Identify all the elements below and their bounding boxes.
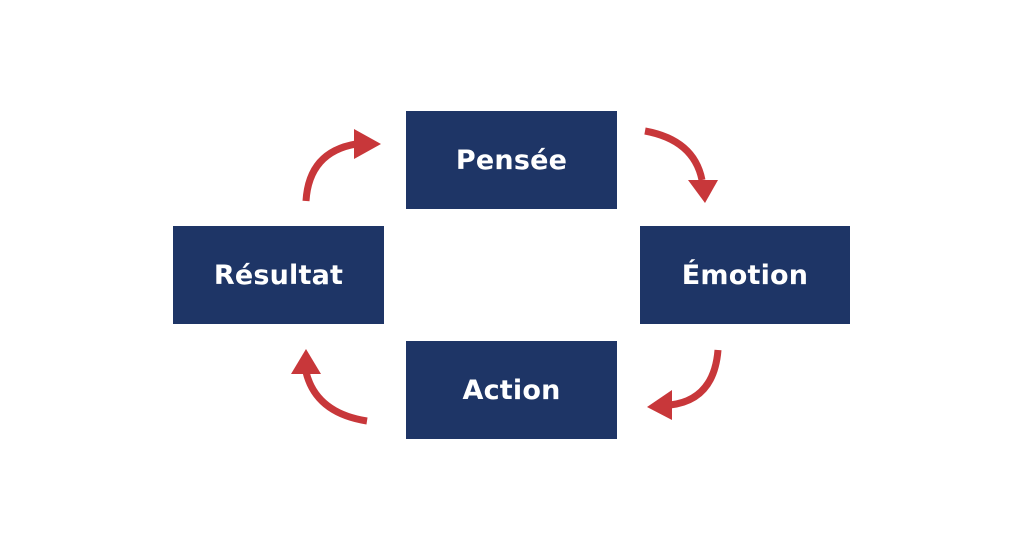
node-action-label: Action [462,374,561,406]
arrow-emotion-to-action [647,349,722,420]
arrow-action-to-resultat [291,349,368,425]
node-emotion-label: Émotion [681,259,809,291]
node-emotion: Émotion [640,226,850,324]
node-pensee: Pensée [406,111,617,209]
arrow-pensee-to-emotion [644,127,718,203]
node-action: Action [406,341,617,439]
node-resultat: Résultat [173,226,384,324]
node-resultat-label: Résultat [213,259,344,291]
node-pensee-label: Pensée [455,144,568,176]
arrow-resultat-to-pensee [302,129,381,202]
